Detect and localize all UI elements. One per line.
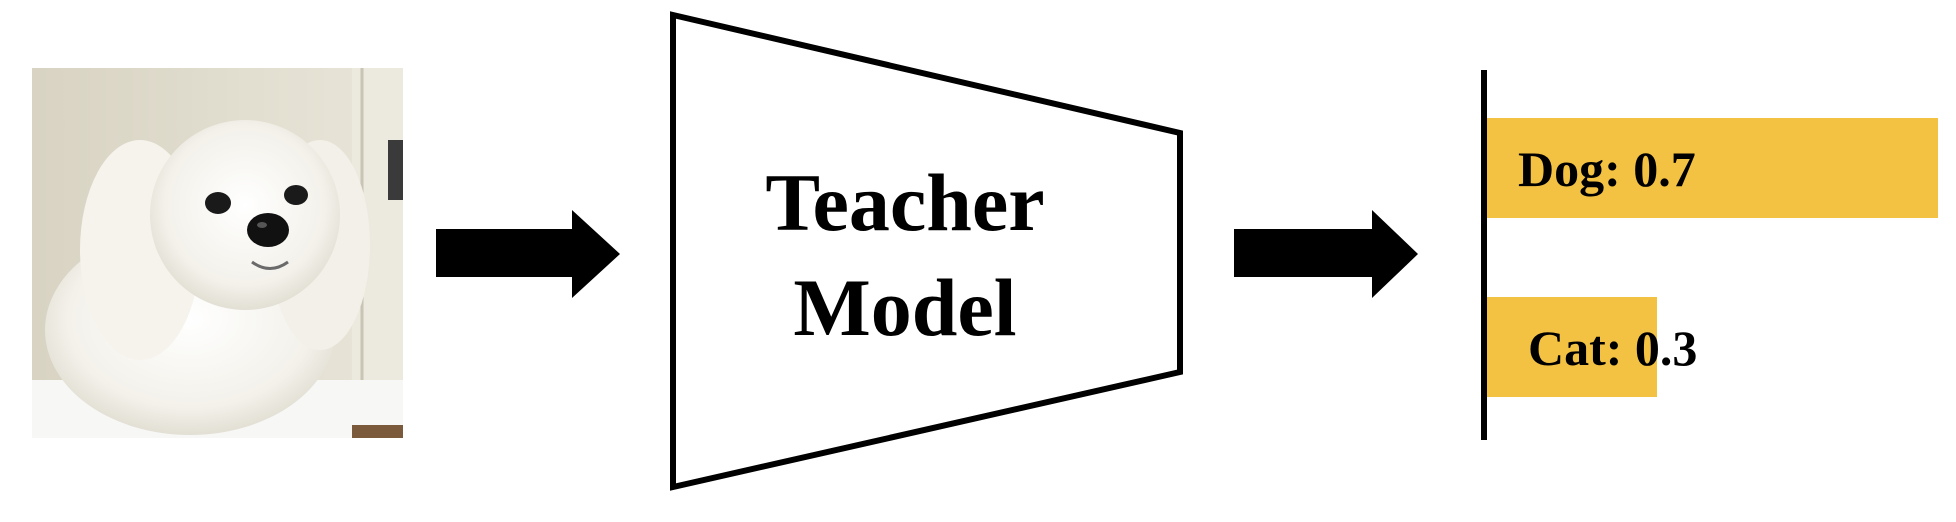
probability-bar xyxy=(1487,297,1657,397)
probability-label: Cat: 0.3 xyxy=(1528,320,1697,376)
teacher-model-block: Teacher Model xyxy=(670,11,1183,491)
arrow-right-icon xyxy=(1234,210,1418,298)
probability-bar xyxy=(1487,118,1938,218)
dog-photo-icon xyxy=(32,68,403,438)
model-label-line1: Teacher xyxy=(765,157,1044,248)
model-label-line2: Model xyxy=(793,262,1016,353)
probability-label: Dog: 0.7 xyxy=(1518,141,1696,197)
arrow-right-icon xyxy=(436,210,620,298)
